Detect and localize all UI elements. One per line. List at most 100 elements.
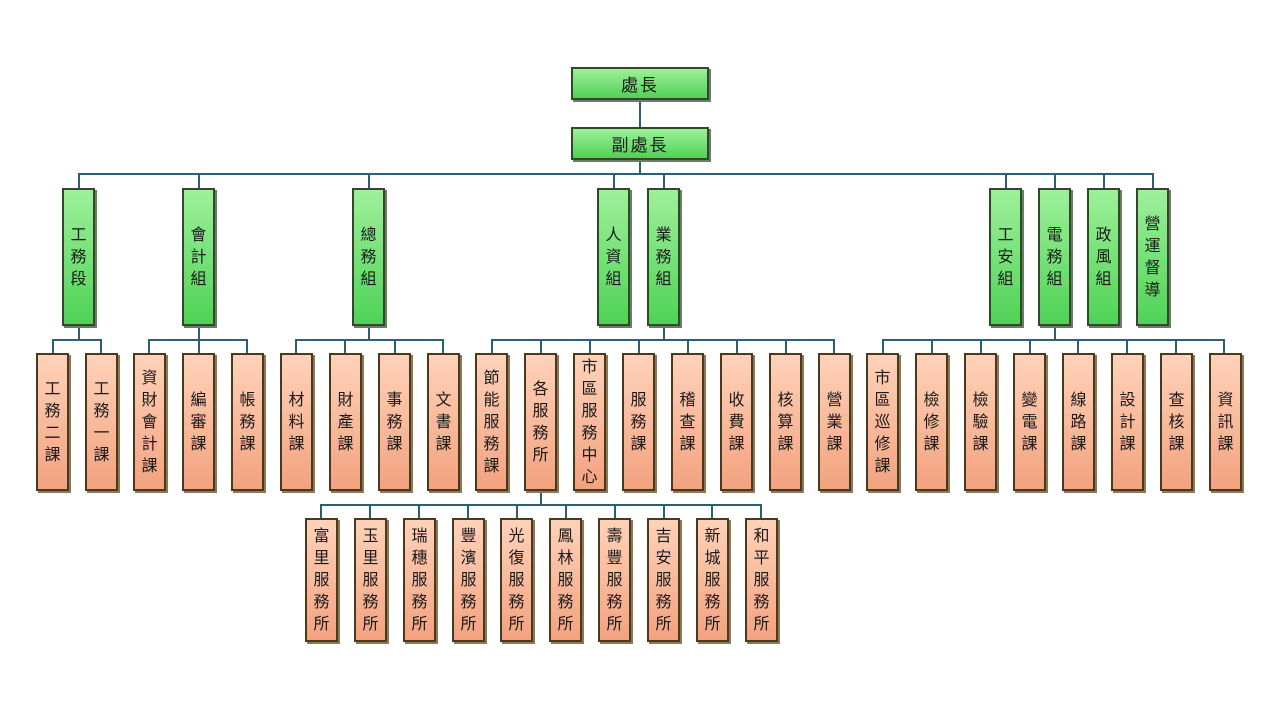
group-label: 會 計 組 [190,225,207,288]
service-office-label: 和 平 服 務 所 [753,526,770,633]
connector [320,504,322,518]
director-label: 處長 [621,76,659,96]
group-box: 工 安 組 [989,188,1022,326]
section-box: 節 能 服 務 課 [475,353,508,491]
service-office-box: 和 平 服 務 所 [745,518,778,642]
group-label: 政 風 組 [1095,225,1112,288]
section-label: 文 書 課 [435,390,452,453]
section-box: 設 計 課 [1111,353,1144,491]
connector [663,504,665,518]
section-box: 工 務 二 課 [36,353,69,491]
connector [931,339,933,353]
connector [467,504,469,518]
section-box: 稽 查 課 [671,353,704,491]
section-label: 營 業 課 [826,390,843,453]
service-office-box: 豐 濱 服 務 所 [452,518,485,642]
service-office-label: 豐 濱 服 務 所 [460,526,477,633]
connector [295,339,297,353]
connector [1126,339,1128,353]
group-box: 會 計 組 [182,188,215,326]
connector [980,339,982,353]
connector [785,339,787,353]
section-box: 市 區 巡 修 課 [866,353,899,491]
deputy-director-box: 副處長 [571,127,709,160]
group-label: 營 運 督 導 [1144,214,1161,299]
connector [491,339,493,353]
connector [663,173,665,188]
connector [246,339,248,353]
connector [614,504,616,518]
connector [882,339,884,353]
connector [760,504,762,518]
section-label: 事 務 課 [386,390,403,453]
connector [589,339,591,353]
section-label: 核 算 課 [777,390,794,453]
connector [613,173,615,188]
section-label: 市 區 巡 修 課 [874,368,891,475]
connector [198,326,200,340]
connector [52,339,102,341]
section-box: 市 區 服 務 中 心 [573,353,606,491]
group-box: 政 風 組 [1087,188,1120,326]
connector [833,339,835,353]
group-box: 工 務 段 [62,188,95,326]
group-box: 營 運 督 導 [1136,188,1169,326]
service-office-label: 新 城 服 務 所 [704,526,721,633]
service-office-label: 富 里 服 務 所 [313,526,330,633]
service-office-label: 吉 安 服 務 所 [655,526,672,633]
connector [1077,339,1079,353]
connector [148,339,150,353]
service-office-box: 光 復 服 務 所 [500,518,533,642]
section-box: 事 務 課 [378,353,411,491]
group-box: 電 務 組 [1038,188,1071,326]
section-box: 線 路 課 [1062,353,1095,491]
connector [1054,173,1056,188]
section-label: 帳 務 課 [239,390,256,453]
connector [663,326,665,340]
service-office-box: 新 城 服 務 所 [696,518,729,642]
connector [344,339,346,353]
section-box: 工 務 一 課 [85,353,118,491]
section-label: 變 電 課 [1021,390,1038,453]
section-box: 服 務 課 [622,353,655,491]
connector [1005,173,1007,188]
section-box: 帳 務 課 [231,353,264,491]
connector [394,339,396,353]
connector [540,339,542,353]
service-office-box: 瑞 穗 服 務 所 [403,518,436,642]
connector [100,339,102,353]
section-label: 節 能 服 務 課 [483,368,500,475]
group-label: 工 安 組 [997,225,1014,288]
section-label: 編 審 課 [190,390,207,453]
service-office-label: 光 復 服 務 所 [508,526,525,633]
connector [368,326,370,340]
service-office-label: 瑞 穗 服 務 所 [411,526,428,633]
section-box: 檢 驗 課 [964,353,997,491]
group-label: 工 務 段 [70,225,87,288]
connector [1103,173,1105,188]
section-box: 查 核 課 [1160,353,1193,491]
service-office-box: 富 里 服 務 所 [305,518,338,642]
group-label: 業 務 組 [655,225,672,288]
connector [565,504,567,518]
section-box: 材 料 課 [280,353,313,491]
connector [418,504,420,518]
group-box: 業 務 組 [647,188,680,326]
service-office-box: 鳳 林 服 務 所 [549,518,582,642]
group-label: 人 資 組 [605,225,622,288]
service-office-box: 玉 里 服 務 所 [354,518,387,642]
connector [540,491,542,505]
section-box: 文 書 課 [427,353,460,491]
connector [78,326,80,340]
service-office-box: 壽 豐 服 務 所 [598,518,631,642]
section-label: 檢 修 課 [923,390,940,453]
section-box: 收 費 課 [720,353,753,491]
section-label: 工 務 二 課 [44,379,61,464]
connector [295,339,444,341]
section-box: 財 產 課 [329,353,362,491]
connector [320,504,762,506]
section-label: 各 服 務 所 [532,379,549,464]
service-office-label: 鳳 林 服 務 所 [557,526,574,633]
section-label: 市 區 服 務 中 心 [581,357,598,486]
section-label: 檢 驗 課 [972,390,989,453]
